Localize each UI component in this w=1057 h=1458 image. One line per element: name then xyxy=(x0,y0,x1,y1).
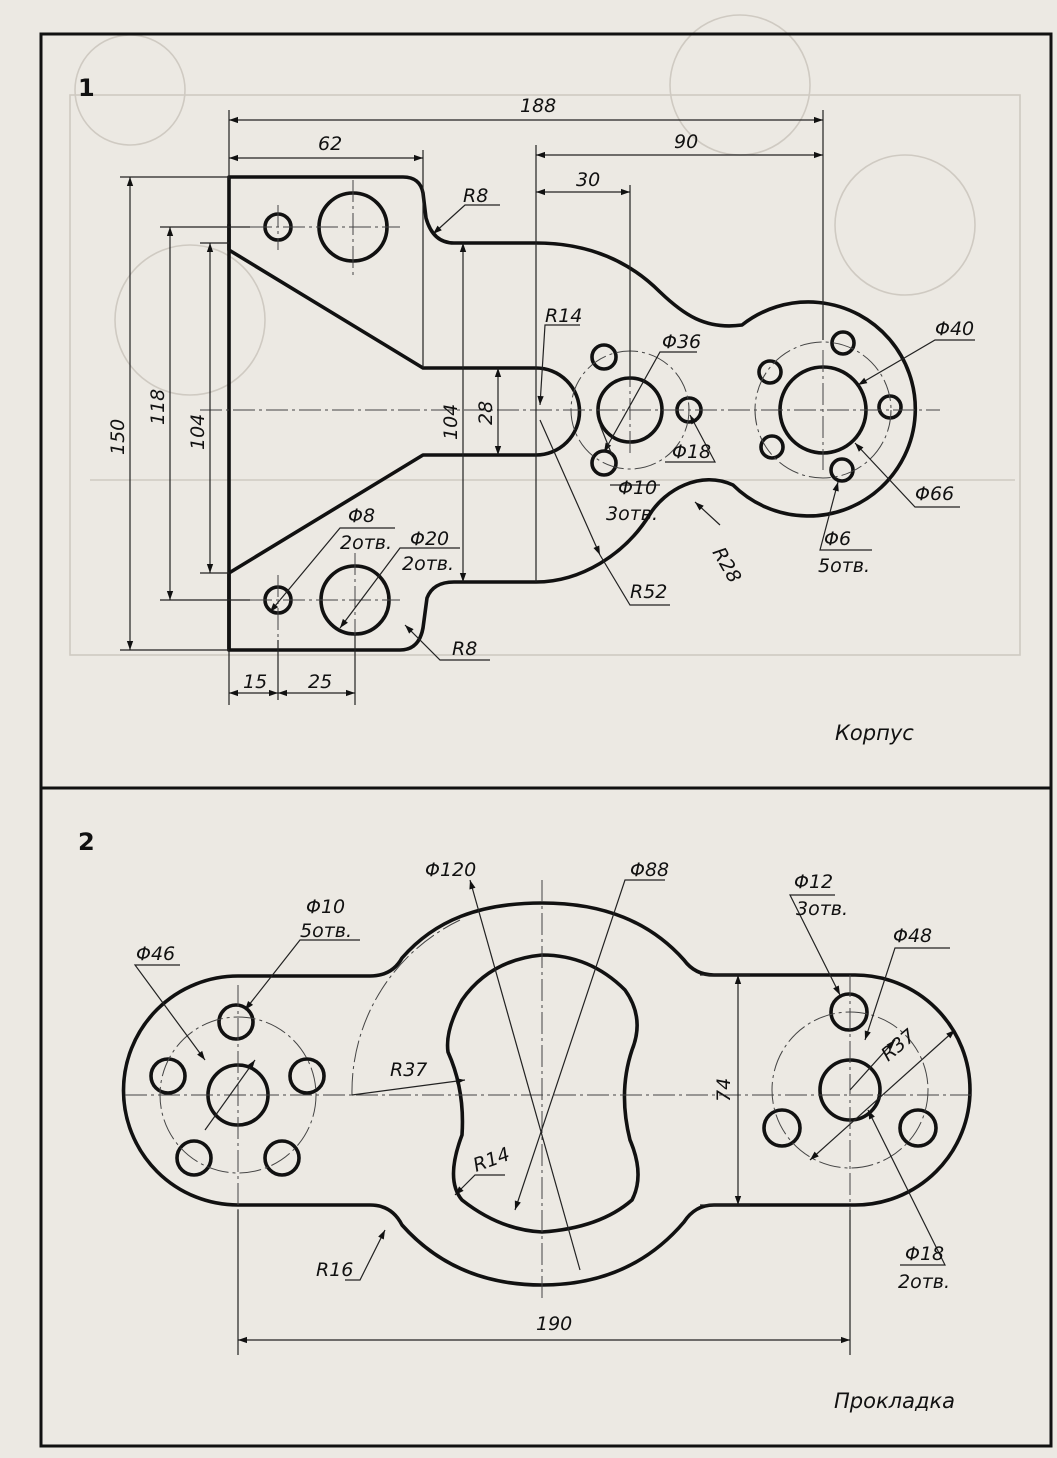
part-title: Прокладка xyxy=(834,1389,955,1413)
dim-r14: R14 xyxy=(545,305,582,327)
dim-118: 118 xyxy=(147,389,169,425)
dim-15: 15 xyxy=(243,671,267,693)
panel-number: 1 xyxy=(78,74,95,102)
dim-28: 28 xyxy=(475,401,497,425)
dim-r52: R52 xyxy=(630,581,667,603)
panel-number: 2 xyxy=(78,828,95,856)
dim-phi10-count: 5отв. xyxy=(300,920,352,942)
dim-r8-bottom: R8 xyxy=(452,638,477,660)
dim-r37-right: R37 xyxy=(877,1025,920,1066)
dim-r37-center: R37 xyxy=(390,1059,427,1081)
dim-phi10-count: 3отв. xyxy=(606,503,658,525)
dim-phi46: Φ46 xyxy=(136,943,175,965)
part-title: Корпус xyxy=(835,721,914,745)
dim-phi18-count: 2отв. xyxy=(898,1271,950,1293)
dim-phi18: Φ18 xyxy=(672,441,711,463)
hole-phi10-3 xyxy=(263,1139,301,1177)
hole-phi6-3 xyxy=(829,457,855,483)
housing-dimension-texts: 188 62 90 30 R8 R14 Φ36 Φ40 150 118 104 … xyxy=(107,95,974,693)
dim-104-left: 104 xyxy=(187,414,209,450)
dim-phi10: Φ10 xyxy=(618,477,657,499)
dim-phi36: Φ36 xyxy=(662,331,701,353)
hole-phi10-5 xyxy=(149,1057,187,1095)
dim-phi40: Φ40 xyxy=(935,318,974,340)
dim-phi10: Φ10 xyxy=(306,896,345,918)
dim-190: 190 xyxy=(536,1313,572,1335)
dim-104-right: 104 xyxy=(440,404,462,440)
housing-outline xyxy=(227,175,918,652)
hole-phi6-4 xyxy=(759,434,785,460)
sheet-frame xyxy=(39,32,1053,1448)
gasket-cutout xyxy=(445,953,640,1234)
dim-30: 30 xyxy=(576,169,600,191)
dim-phi12: Φ12 xyxy=(794,871,833,893)
dim-phi12-count: 3отв. xyxy=(796,898,848,920)
housing-centerlines xyxy=(200,180,940,665)
dim-74: 74 xyxy=(713,1078,735,1102)
hole-phi6-5 xyxy=(757,359,783,385)
dim-phi18: Φ18 xyxy=(905,1243,944,1265)
dim-r28: R28 xyxy=(708,544,746,587)
dim-phi88: Φ88 xyxy=(630,859,669,881)
dim-phi6: Φ6 xyxy=(824,528,851,550)
dim-r8-top: R8 xyxy=(463,185,488,207)
dim-r14: R14 xyxy=(470,1143,513,1176)
dim-25: 25 xyxy=(308,671,332,693)
show-through-background xyxy=(69,14,1021,656)
dim-phi6-count: 5отв. xyxy=(818,555,870,577)
dim-phi8: Φ8 xyxy=(348,505,375,527)
dim-90: 90 xyxy=(674,131,698,153)
gasket-dimension-lines xyxy=(133,879,956,1355)
dim-150: 150 xyxy=(107,419,129,455)
dim-phi120: Φ120 xyxy=(425,859,476,881)
dim-phi20-count: 2отв. xyxy=(402,553,454,575)
hole-phi10-4 xyxy=(175,1139,213,1177)
panel-2-gasket: 2 xyxy=(78,828,975,1413)
dim-phi20: Φ20 xyxy=(410,528,449,550)
dim-r16: R16 xyxy=(316,1259,353,1281)
gasket-outline xyxy=(121,901,972,1287)
dim-phi66: Φ66 xyxy=(915,483,954,505)
dim-62: 62 xyxy=(318,133,342,155)
dim-phi8-count: 2отв. xyxy=(340,532,392,554)
housing-dimension-lines xyxy=(120,110,975,705)
dim-phi48: Φ48 xyxy=(893,925,932,947)
hole-phi6-1 xyxy=(830,330,856,356)
panel-1-housing: 1 xyxy=(78,74,975,745)
hole-phi10-2 xyxy=(288,1057,326,1095)
gasket-dimension-texts: Φ120 Φ88 Φ10 5отв. Φ12 3отв. Φ46 Φ48 R37… xyxy=(136,859,950,1335)
housing-tongue xyxy=(227,223,582,652)
dim-188: 188 xyxy=(520,95,556,117)
hole-phi10-1 xyxy=(217,1003,255,1041)
